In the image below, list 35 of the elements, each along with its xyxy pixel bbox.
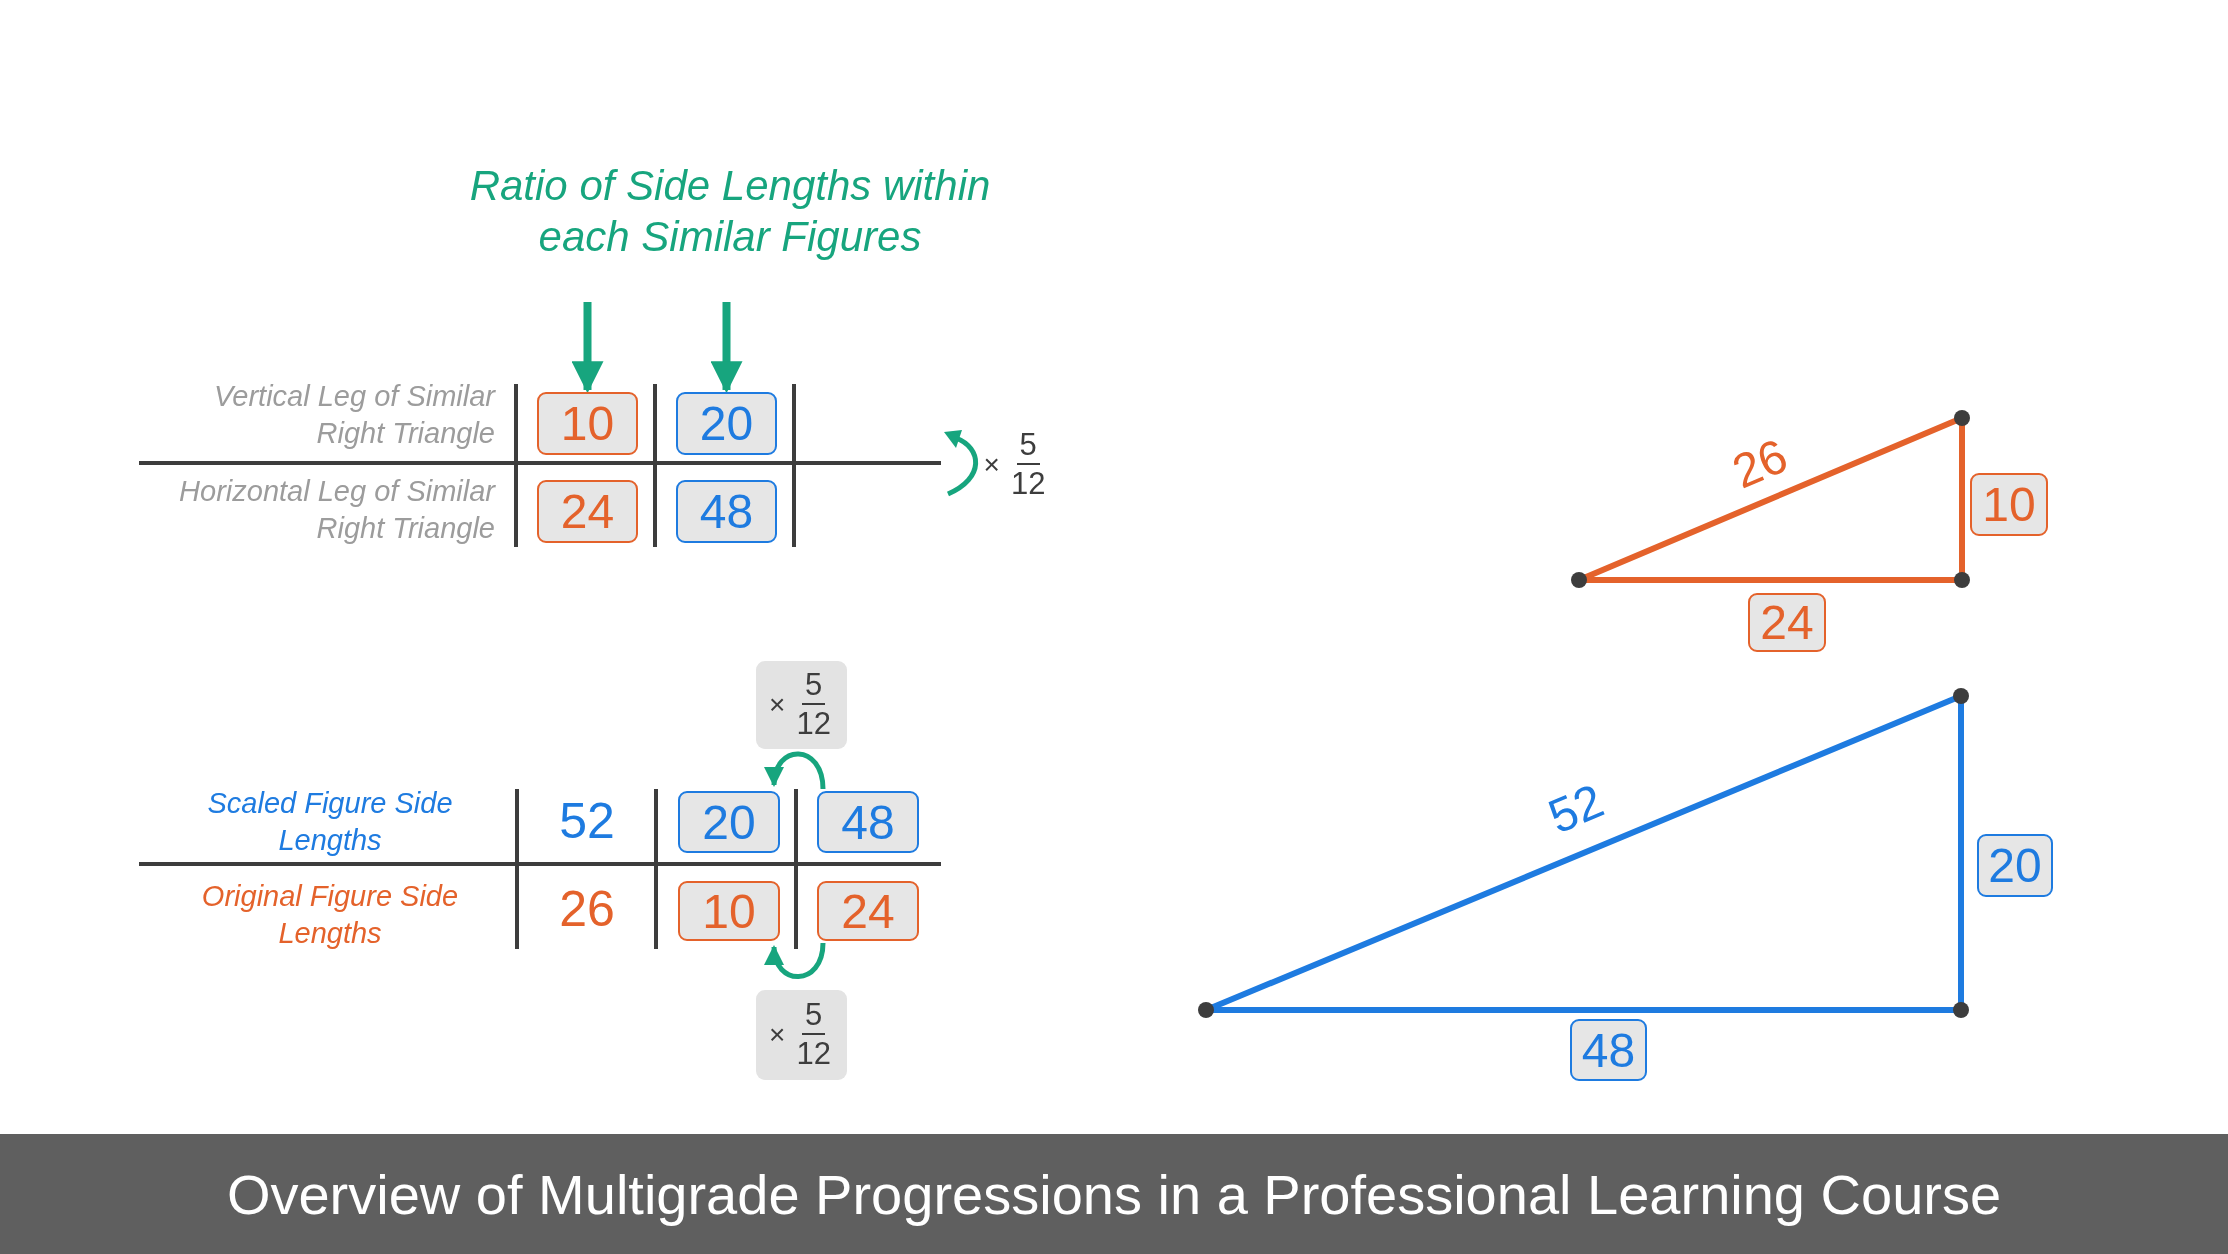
value-box: 48 — [817, 791, 919, 853]
denominator: 12 — [1009, 465, 1047, 503]
times-sign: × — [983, 449, 1000, 481]
row-heading: Original Figure Side Lengths — [200, 879, 460, 951]
caption-text: Overview of Multigrade Progressions in a Professional Learning Course — [226, 1161, 2002, 1227]
value-box: 10 — [1970, 473, 2048, 536]
times-sign: × — [769, 1019, 786, 1051]
side-length-label: 26 — [1723, 427, 1796, 501]
multiplier-box — [756, 990, 847, 1080]
numerator: 5 — [802, 667, 826, 705]
numerator: 5 — [802, 997, 826, 1035]
value-box: 20 — [678, 791, 780, 853]
value-box: 24 — [817, 881, 919, 941]
diagram-title: Ratio of Side Lengths within each Similar Figures — [468, 161, 992, 262]
value-box: 24 — [537, 480, 638, 543]
value-box: 48 — [1570, 1019, 1647, 1081]
multiplier-box — [756, 661, 847, 749]
row-heading: Horizontal Leg of Similar Right Triangle — [178, 474, 495, 546]
side-length-label: 52 — [1539, 772, 1612, 846]
row-heading: Scaled Figure Side Lengths — [206, 786, 454, 858]
table-value: 26 — [558, 880, 616, 938]
row-heading: Vertical Leg of Similar Right Triangle — [213, 379, 495, 451]
value-box: 48 — [676, 480, 777, 543]
numerator: 5 — [1016, 427, 1040, 465]
value-box: 10 — [537, 392, 638, 455]
curved-arrow — [765, 751, 826, 790]
value-box: 20 — [1977, 834, 2053, 897]
value-box: 24 — [1748, 593, 1826, 652]
curved-arrow — [765, 942, 826, 979]
times-sign: × — [769, 689, 786, 721]
value-box: 10 — [678, 881, 780, 941]
table-value: 52 — [558, 792, 616, 850]
denominator: 12 — [795, 705, 832, 743]
value-box: 20 — [676, 392, 777, 455]
denominator: 12 — [795, 1035, 832, 1073]
